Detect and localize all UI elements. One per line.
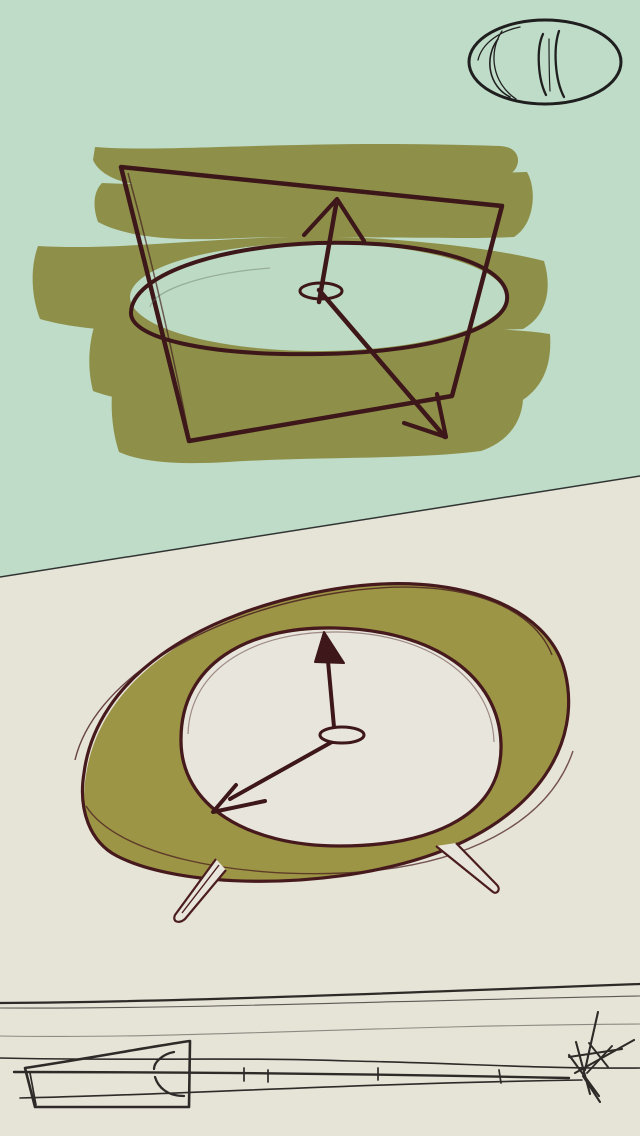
clock-center-cap <box>318 725 366 745</box>
clock-minute-hand <box>228 736 341 801</box>
clock-ring-fill <box>84 583 570 882</box>
clock-right-leg <box>435 842 500 894</box>
bottom-pencil-sketch <box>0 982 640 1109</box>
perspective-ellipse <box>128 240 510 357</box>
upper-perspective-sketch <box>32 143 551 464</box>
clock-outer-outline <box>80 582 571 883</box>
eye-icon <box>467 18 623 106</box>
background-divider-line <box>0 475 640 578</box>
diagonal-arrow-head <box>401 391 449 440</box>
clock-minute-arrow-head <box>211 783 267 814</box>
clock-hour-arrow-head <box>314 631 345 664</box>
vertical-arrow-shaft <box>316 202 339 305</box>
vertical-arrow-head <box>301 196 367 244</box>
pencil-cap-rectangle <box>23 1039 192 1109</box>
diagonal-arrow-shaft <box>316 287 448 440</box>
alarm-clock-sketch <box>74 582 574 923</box>
